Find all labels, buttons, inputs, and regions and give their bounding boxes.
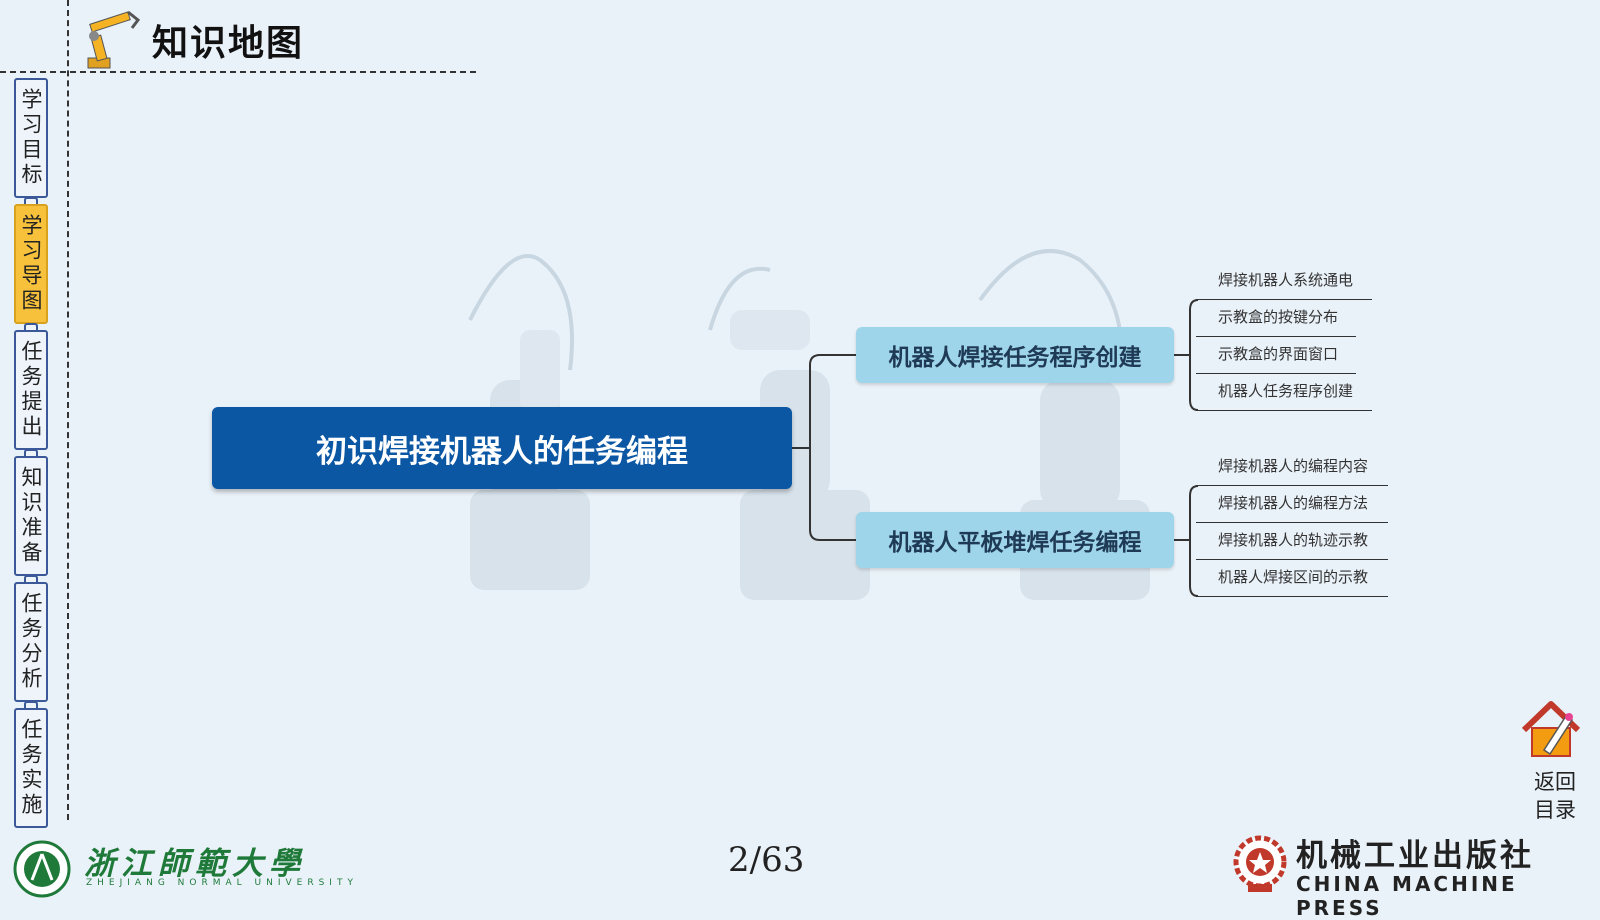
return-to-contents-link[interactable]: 返回目录 [1534,770,1576,822]
sidebar-item-task-implementation[interactable]: 任务实施 [14,708,48,828]
mindmap-leaf: 机器人焊接区间的示教 [1196,561,1388,597]
znu-name-cn: 浙江師範大學 [84,846,306,882]
mindmap-leaf: 焊接机器人的编程方法 [1196,487,1388,523]
nav-connector [24,449,38,457]
header-divider [0,71,476,73]
page-title: 知识地图 [152,23,305,64]
mindmap-leaf: 焊接机器人的轨迹示教 [1196,524,1388,560]
mindmap-leaf: 机器人任务程序创建 [1196,375,1372,411]
nav-connector [24,701,38,709]
mindmap-branch-plate-welding-programming: 机器人平板堆焊任务编程 [856,512,1174,568]
sidebar-item-knowledge-prep[interactable]: 知识准备 [14,456,48,576]
mindmap-connectors [792,299,1199,597]
mindmap-leaf: 示教盒的界面窗口 [1196,338,1356,374]
cmp-name-en: CHINA MACHINE PRESS [1296,872,1518,920]
mindmap-leaf: 焊接机器人系统通电 [1196,264,1372,300]
sidebar-divider [67,0,69,820]
sidebar-item-task-proposal[interactable]: 任务提出 [14,330,48,450]
welding-robot-icon [87,10,141,69]
mindmap-leaf: 示教盒的按键分布 [1196,301,1356,337]
cmp-logo-image [1233,835,1287,892]
home-return-icon[interactable] [1518,696,1584,762]
page-number: 2/63 [728,840,805,880]
nav-connector [24,197,38,205]
sidebar-item-task-analysis[interactable]: 任务分析 [14,582,48,702]
mindmap-root-node: 初识焊接机器人的任务编程 [212,407,792,489]
cmp-name-cn: 机械工业出版社 [1296,838,1534,874]
mindmap-branch-task-program-creation: 机器人焊接任务程序创建 [856,327,1174,383]
znu-name-en: ZHEJIANG NORMAL UNIVERSITY [86,878,358,888]
sidebar-item-learning-map[interactable]: 学习导图 [14,204,48,324]
nav-connector [24,575,38,583]
mindmap-leaf: 焊接机器人的编程内容 [1196,450,1388,486]
nav-connector [24,323,38,331]
znu-logo-image [13,840,71,898]
